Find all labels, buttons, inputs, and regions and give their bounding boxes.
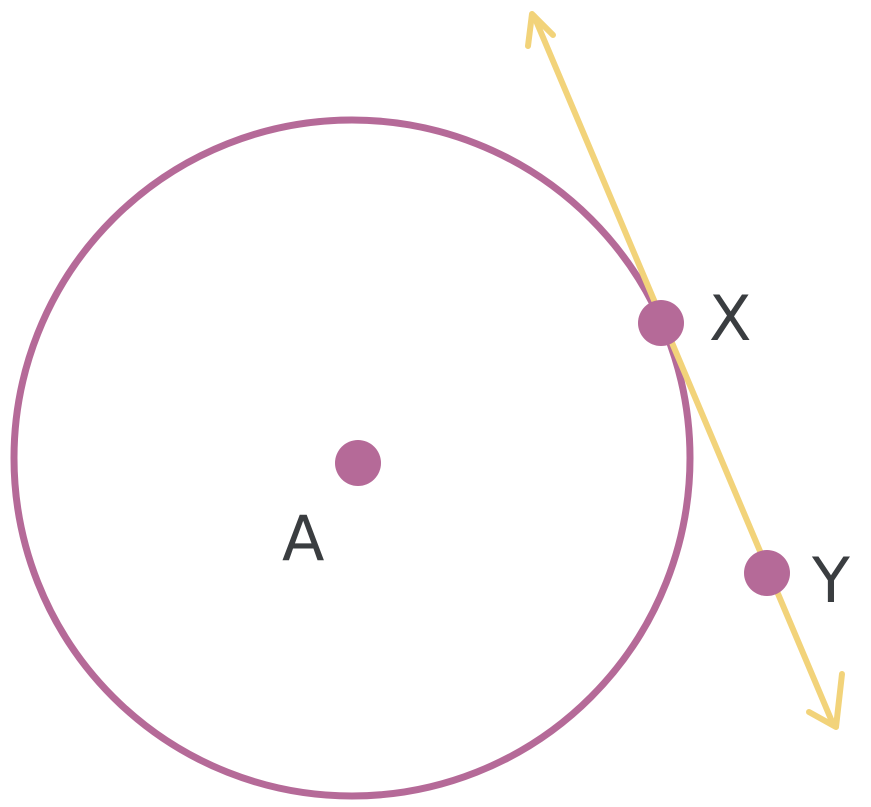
arrowhead-up-icon [525,11,556,49]
label-a: A [282,502,324,575]
circle [10,116,694,800]
label-y: Y [811,544,850,617]
label-x: X [709,282,751,355]
point-x [638,300,684,346]
arrowhead-down-icon [806,671,845,730]
tangent-line [525,11,845,730]
point-a [335,440,381,486]
point-y [744,550,790,596]
tangent-line-shaft [531,13,836,727]
